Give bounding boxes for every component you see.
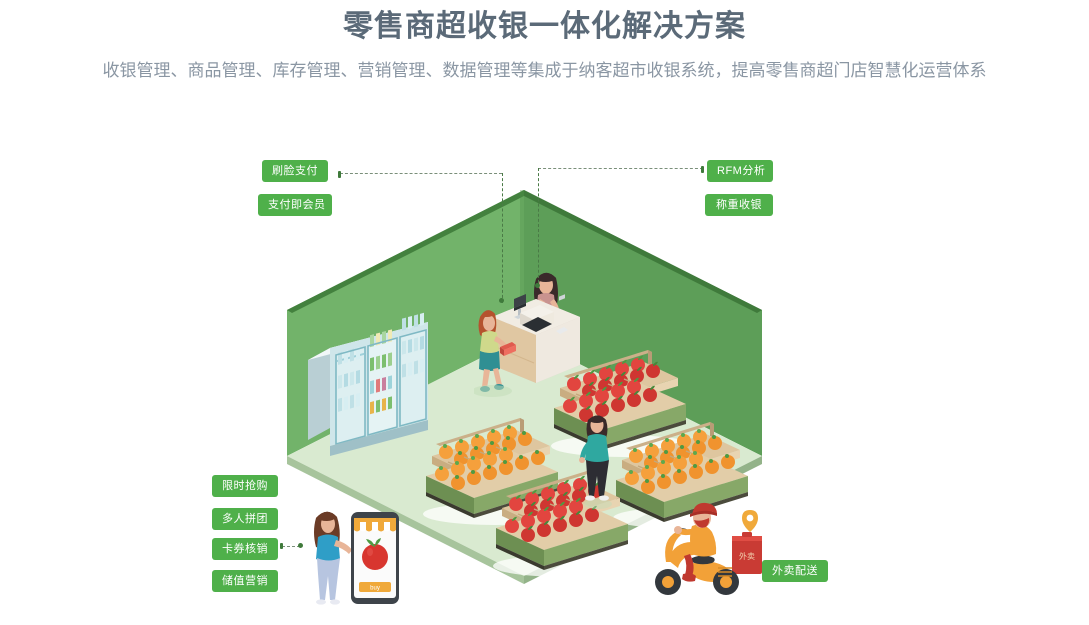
connector-bottomleft-horizontal (282, 546, 300, 547)
produce-shelf-oranges-left (420, 418, 570, 533)
tag-rfm-analysis[interactable]: RFM分析 (707, 160, 773, 182)
connector-bottomleft-cap (280, 543, 283, 549)
connector-topleft-vertical (502, 173, 503, 303)
connector-topleft-cap (338, 171, 341, 178)
produce-shelf-oranges-right (610, 422, 760, 537)
connector-topleft-horizontal (340, 173, 502, 174)
connector-topleft-dot (499, 298, 504, 303)
tag-flash-sale[interactable]: 限时抢购 (212, 475, 278, 497)
phone-buy-button-label: buy (370, 586, 380, 592)
tag-face-payment[interactable]: 刷脸支付 (262, 160, 328, 182)
isometric-store-illustration: buy 外卖 (0, 130, 1089, 605)
mobile-shopper-group: buy (308, 502, 413, 612)
connector-topright-horizontal (538, 168, 703, 169)
delivery-rider-group: 外卖 (638, 502, 778, 607)
connector-topright-dot (535, 283, 540, 288)
tag-takeout-delivery[interactable]: 外卖配送 (762, 560, 828, 582)
tag-coupon-redeem[interactable]: 卡券核销 (212, 538, 278, 560)
checkout-counter-group (472, 255, 599, 405)
page-title: 零售商超收银一体化解决方案 (343, 10, 746, 43)
refrigerated-display-case (300, 308, 435, 478)
tag-pay-to-member[interactable]: 支付即会员 (258, 194, 332, 216)
page-subtitle: 收银管理、商品管理、库存管理、营销管理、数据管理等集成于纳客超市收银系统，提高零… (102, 61, 987, 80)
tag-weigh-checkout[interactable]: 称重收银 (705, 194, 773, 216)
tag-group-buy[interactable]: 多人拼团 (212, 508, 278, 530)
page-header: 零售商超收银一体化解决方案 收银管理、商品管理、库存管理、营销管理、数据管理等集… (0, 0, 1089, 86)
produce-shelf-apples-center (490, 470, 640, 585)
connector-topright-vertical (538, 168, 539, 288)
tag-stored-value[interactable]: 储值营销 (212, 570, 278, 592)
connector-topright-cap (701, 166, 704, 173)
solution-illustration-page: 零售商超收银一体化解决方案 收银管理、商品管理、库存管理、营销管理、数据管理等集… (0, 0, 1089, 605)
connector-bottomleft-dot (298, 543, 303, 548)
customer-at-shelf (578, 412, 618, 517)
delivery-box-label: 外卖 (739, 551, 755, 561)
